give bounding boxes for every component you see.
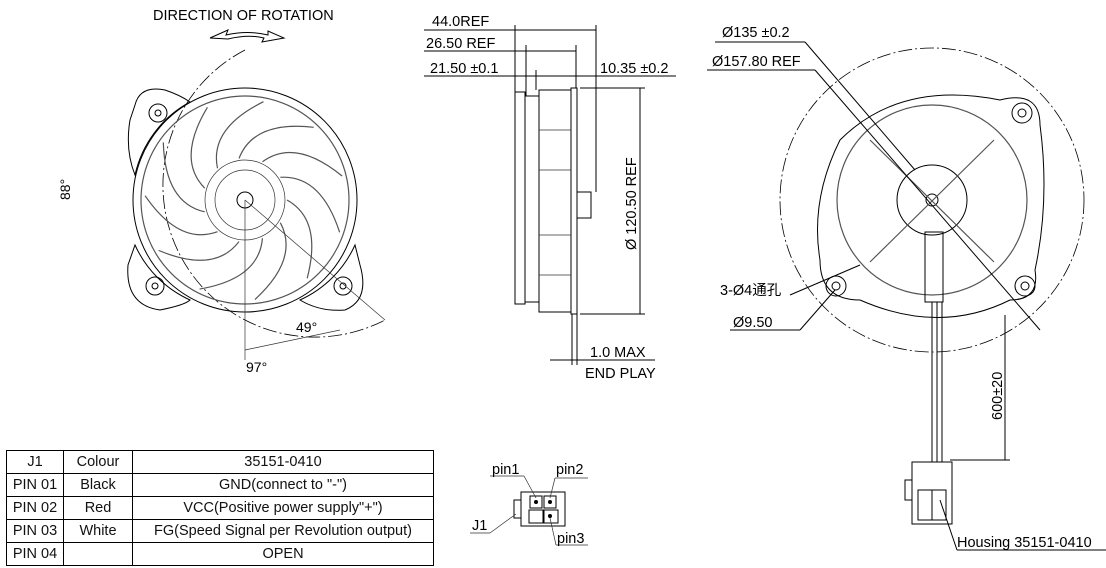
- table-row: PIN 04 OPEN: [6, 542, 434, 566]
- flange-ear-top: [127, 88, 191, 177]
- dim-body: 21.50 ±0.1: [430, 61, 498, 77]
- end-play-value: 1.0 MAX: [590, 345, 646, 361]
- holes-note: 3-Ø4通孔: [720, 282, 782, 299]
- fan-blade: [286, 199, 313, 279]
- pin3-label: pin3: [557, 531, 584, 547]
- dim-mid: 26.50 REF: [426, 36, 495, 52]
- hole-boss: Ø9.50: [733, 315, 773, 331]
- mount-hole-icon: [145, 103, 353, 296]
- pin1-label: pin1: [492, 462, 519, 478]
- dim-diameter: Ø 120.50 REF: [624, 157, 640, 250]
- rear-view: Ø135 ±0.2 Ø157.80 REF 3-Ø4通孔 Ø9.50 600±2…: [707, 25, 1106, 551]
- dim-overall: 44.0REF: [432, 14, 489, 30]
- pin-cell: PIN 01: [6, 473, 64, 497]
- angle-arc: [162, 49, 386, 338]
- function-cell: OPEN: [132, 542, 434, 566]
- connector-detail: pin1 pin2 pin3 J1: [470, 462, 588, 547]
- fan-blades: [144, 101, 343, 300]
- colour-cell: White: [63, 519, 133, 543]
- rotation-title: DIRECTION OF ROTATION: [153, 8, 334, 24]
- pin-cell: PIN 02: [6, 496, 64, 520]
- fan-blade: [280, 176, 341, 233]
- dim-right: 10.35 ±0.2: [600, 61, 668, 77]
- cable-length: 600±20: [990, 372, 1006, 420]
- fan-blade: [199, 238, 264, 290]
- side-view: 44.0REF 26.50 REF 21.50 ±0.1 10.35 ±0.2 …: [424, 14, 676, 382]
- fan-blade: [144, 195, 218, 236]
- angle-97: 97°: [246, 359, 267, 375]
- fan-blade: [158, 241, 240, 261]
- mount-hole-icon: [825, 102, 1036, 297]
- rotation-arrow-icon: [209, 29, 286, 43]
- angle-88: 88°: [57, 179, 73, 200]
- header-part: 35151-0410: [132, 450, 434, 474]
- dia-outer: Ø157.80 REF: [712, 54, 801, 70]
- function-cell: VCC(Positive power supply"+"): [132, 496, 434, 520]
- j1-label: J1: [472, 518, 487, 534]
- front-view: DIRECTION OF ROTATION 88° 49° 97°: [57, 8, 386, 375]
- pin-cell: PIN 04: [6, 542, 64, 566]
- colour-cell: Red: [63, 496, 133, 520]
- fan-blade: [262, 151, 343, 177]
- end-play-label: END PLAY: [585, 366, 656, 382]
- function-cell: GND(connect to "-"): [132, 473, 434, 497]
- colour-cell: [63, 542, 133, 566]
- function-cell: FG(Speed Signal per Revolution output): [132, 519, 434, 543]
- flange-ear-bottom-right: [298, 243, 364, 311]
- pin-cell: PIN 03: [6, 519, 64, 543]
- header-colour: Colour: [63, 450, 133, 474]
- flange-ear-bottom-left: [127, 243, 191, 311]
- fan-blade: [190, 107, 208, 189]
- fan-blade: [162, 142, 205, 213]
- angle-49: 49°: [296, 319, 317, 335]
- pin2-label: pin2: [556, 462, 583, 478]
- dia-inner: Ø135 ±0.2: [722, 25, 790, 41]
- fan-blade: [215, 101, 264, 169]
- header-j1: J1: [6, 450, 64, 474]
- fan-blade: [254, 222, 287, 300]
- housing-label: Housing 35151-0410: [957, 535, 1092, 551]
- table-header-row: J1 Colour 35151-0410: [6, 450, 434, 474]
- colour-cell: Black: [63, 473, 133, 497]
- fan-blade: [238, 125, 314, 159]
